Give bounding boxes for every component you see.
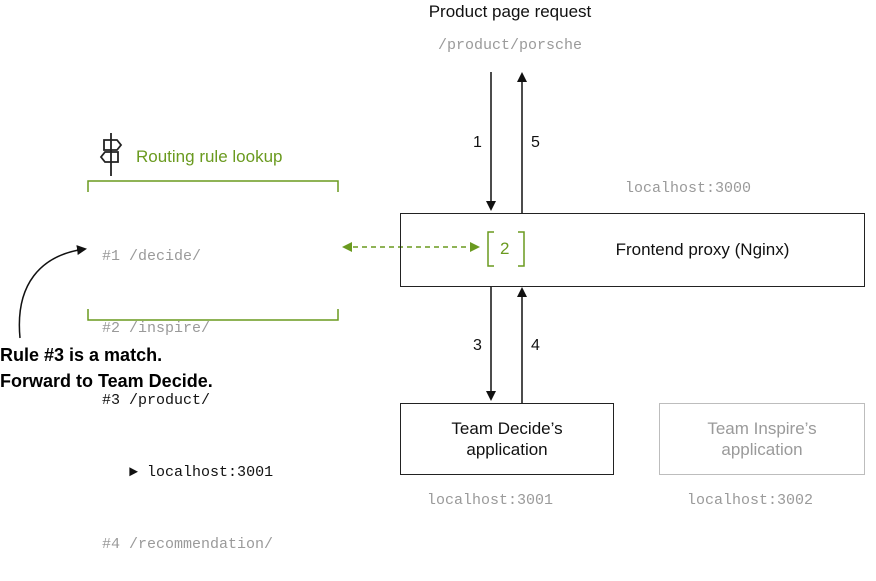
diagram-connectors	[18, 72, 527, 403]
callout-line-2: Forward to Team Decide.	[0, 371, 213, 391]
step-label-3: 3	[473, 337, 482, 354]
routing-rules-list: #1 /decide/ #2 /inspire/ #3 /product/ ► …	[102, 197, 273, 581]
team-decide-box: Team Decide’s application	[400, 403, 614, 475]
callout-line-1: Rule #3 is a match.	[0, 345, 163, 365]
request-title: Product page request	[428, 2, 592, 21]
frontend-proxy-label: Frontend proxy (Nginx)	[615, 240, 790, 259]
request-path: /product/porsche	[437, 37, 583, 54]
lookup-bracket-bottom	[87, 309, 339, 321]
rule-3-target: ► localhost:3001	[129, 464, 274, 481]
signpost-icon	[99, 133, 123, 176]
team-decide-label: Team Decide’s application	[451, 419, 563, 459]
rule-4: #4 /recommendation/	[102, 536, 274, 553]
step-label-5: 5	[531, 134, 540, 151]
step-label-4: 4	[531, 337, 540, 354]
lookup-title: Routing rule lookup	[136, 147, 283, 166]
rule-1: #1 /decide/	[102, 248, 202, 265]
team-inspire-box: Team Inspire’s application	[659, 403, 865, 475]
step-2-bracket-left	[487, 231, 494, 267]
step-2-bracket-right	[518, 231, 525, 267]
frontend-proxy-box: Frontend proxy (Nginx)	[400, 213, 865, 287]
match-callout: Rule #3 is a match. Forward to Team Decid…	[0, 342, 213, 394]
step-label-2: 2	[500, 239, 510, 258]
pointer-triangle-icon: ►	[129, 464, 139, 481]
rule-3: #3 /product/	[102, 392, 211, 409]
rule-2: #2 /inspire/	[102, 320, 211, 337]
proxy-host: localhost:3000	[625, 180, 752, 197]
lookup-bracket-top	[87, 180, 339, 192]
callout-arrow	[18, 245, 87, 339]
step-label-1: 1	[473, 134, 482, 151]
team-inspire-label: Team Inspire’s application	[707, 419, 817, 459]
team-inspire-host: localhost:3002	[687, 492, 814, 509]
team-decide-host: localhost:3001	[427, 492, 554, 509]
